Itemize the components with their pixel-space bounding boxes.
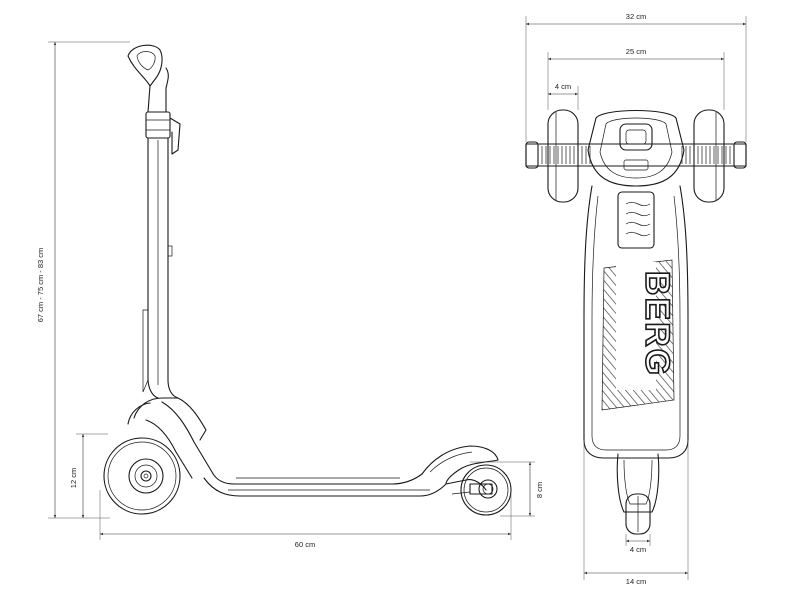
- dim-deck-height: 12 cm: [69, 468, 78, 488]
- side-view-scooter: [103, 44, 512, 516]
- dim-front-track: 25 cm: [626, 47, 646, 56]
- deck-logo: BERG: [638, 271, 676, 377]
- dim-rear-wheel-width: 4 cm: [630, 545, 646, 554]
- dim-length: 60 cm: [295, 540, 315, 549]
- top-dimensions: 32 cm 25 cm 4 cm 4 cm 14 cm: [525, 12, 747, 586]
- dim-handlebar-width: 32 cm: [626, 12, 646, 21]
- grip-ridges-left: [541, 146, 591, 164]
- grip-ridges-right: [681, 146, 731, 164]
- dim-rear-wheel-height: 8 cm: [535, 482, 544, 498]
- dim-front-wheel-width: 4 cm: [555, 82, 571, 91]
- dim-deck-width: 14 cm: [626, 577, 646, 586]
- top-view-scooter: BERG: [525, 109, 747, 535]
- side-dimensions: 67 cm - 75 cm - 83 cm 12 cm 60 cm 8 cm: [36, 41, 544, 549]
- dim-total-height: 67 cm - 75 cm - 83 cm: [36, 248, 45, 323]
